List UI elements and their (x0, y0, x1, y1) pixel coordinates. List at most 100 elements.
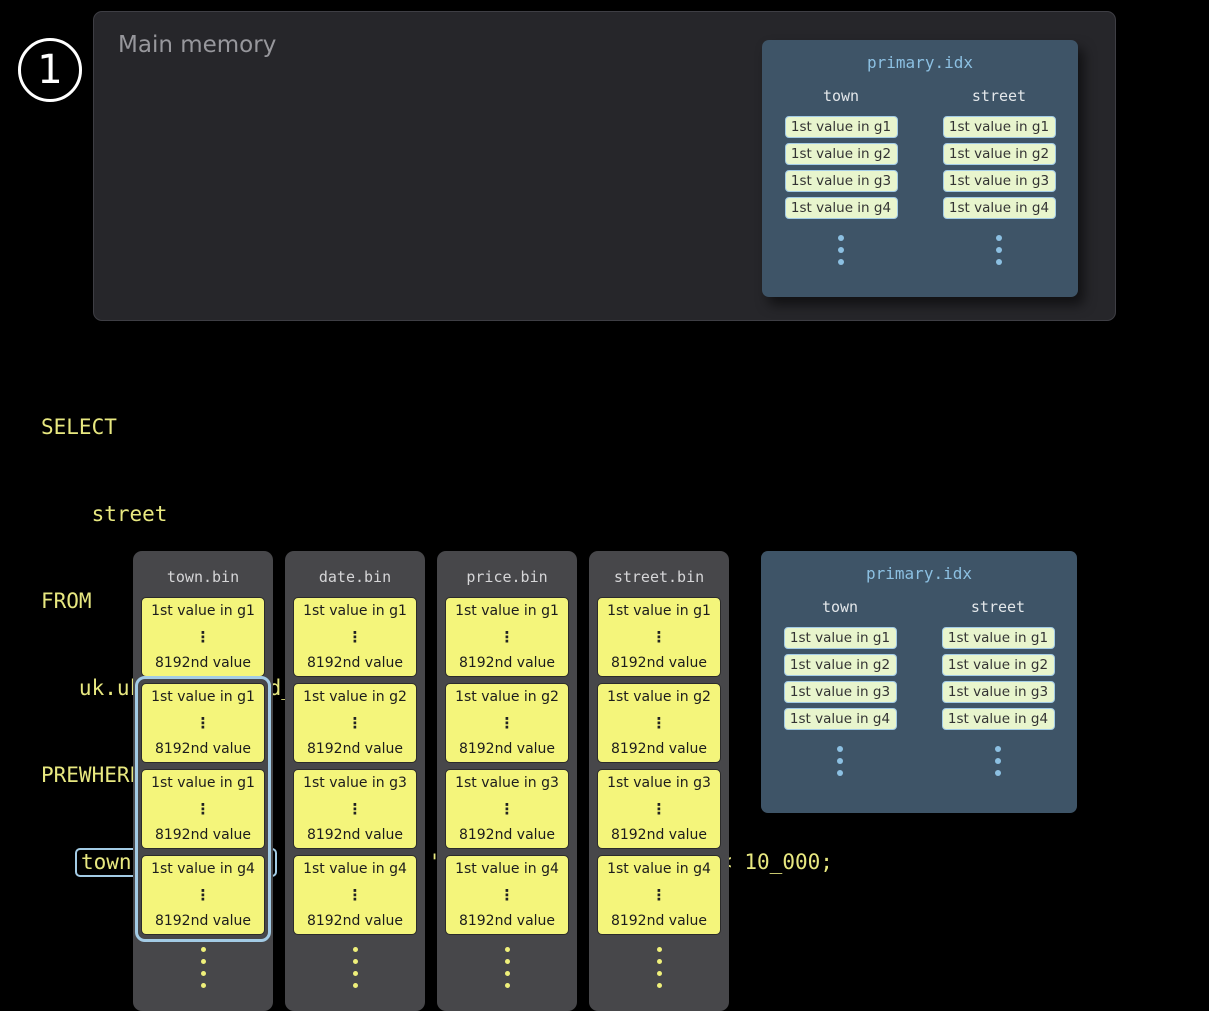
granule-last-value: 8192nd value (154, 913, 252, 929)
granule-first-value: 1st value in g1 (303, 603, 407, 619)
granule-last-value: 8192nd value (458, 913, 556, 929)
primary-idx-panel-bottom: primary.idx town 1st value in g1 1st val… (761, 551, 1077, 813)
idx-town-header: town (821, 598, 859, 616)
granule-block: 1st value in g3 ⋮ 8192nd value (293, 769, 417, 849)
idx-cell: 1st value in g1 (941, 627, 1055, 649)
granule-block: 1st value in g1 ⋮ 8192nd value (141, 769, 265, 849)
primary-idx-title: primary.idx (866, 564, 972, 583)
ellipsis-dots (838, 235, 844, 265)
granule-first-value: 1st value in g4 (151, 861, 255, 877)
granule-ellipsis: ⋮ (347, 885, 363, 904)
idx-street-header: street (971, 87, 1027, 105)
granule-block: 1st value in g4 ⋮ 8192nd value (141, 855, 265, 935)
ellipsis-dots (837, 746, 843, 776)
idx-town-column: town 1st value in g1 1st value in g2 1st… (761, 598, 919, 776)
idx-cell: 1st value in g1 (942, 116, 1056, 138)
granule-block: 1st value in g4 ⋮ 8192nd value (597, 855, 721, 935)
granule-first-value: 1st value in g2 (455, 689, 559, 705)
more-granules-ellipsis (285, 947, 425, 988)
sql-keyword-prewhere: PREWHERE (41, 763, 143, 787)
granule-last-value: 8192nd value (610, 827, 708, 843)
granule-block: 1st value in g3 ⋮ 8192nd value (597, 769, 721, 849)
bin-column-date: date.bin 1st value in g1 ⋮ 8192nd value … (285, 551, 425, 1011)
more-granules-ellipsis (133, 947, 273, 988)
granule-block: 1st value in g1 ⋮ 8192nd value (445, 597, 569, 677)
granule-ellipsis: ⋮ (195, 885, 211, 904)
bin-title-town: town.bin (166, 568, 240, 586)
idx-cell: 1st value in g4 (784, 197, 898, 219)
idx-street-column: street 1st value in g1 1st value in g2 1… (920, 87, 1078, 265)
sql-keyword-select: SELECT (41, 415, 117, 439)
idx-cell: 1st value in g4 (942, 197, 1056, 219)
granule-first-value: 1st value in g4 (303, 861, 407, 877)
idx-cell: 1st value in g3 (941, 681, 1055, 703)
primary-idx-panel-top: primary.idx town 1st value in g1 1st val… (762, 40, 1078, 297)
granule-last-value: 8192nd value (610, 655, 708, 671)
granule-first-value: 1st value in g1 (151, 603, 255, 619)
idx-columns: town 1st value in g1 1st value in g2 1st… (761, 598, 1077, 776)
granule-block: 1st value in g1 ⋮ 8192nd value (597, 597, 721, 677)
granule-last-value: 8192nd value (306, 741, 404, 757)
ellipsis-dots (996, 235, 1002, 265)
primary-idx-title: primary.idx (867, 53, 973, 72)
granule-block: 1st value in g2 ⋮ 8192nd value (597, 683, 721, 763)
granule-ellipsis: ⋮ (499, 627, 515, 646)
idx-columns: town 1st value in g1 1st value in g2 1st… (762, 87, 1078, 265)
step-1-badge: 1 (18, 38, 82, 102)
granule-ellipsis: ⋮ (195, 713, 211, 732)
granule-first-value: 1st value in g3 (455, 775, 559, 791)
granule-block: 1st value in g1 ⋮ 8192nd value (293, 597, 417, 677)
idx-cell: 1st value in g2 (941, 654, 1055, 676)
granule-last-value: 8192nd value (154, 655, 252, 671)
granule-ellipsis: ⋮ (651, 627, 667, 646)
ellipsis-dots (995, 746, 1001, 776)
idx-cell: 1st value in g2 (784, 143, 898, 165)
granule-first-value: 1st value in g1 (151, 775, 255, 791)
bin-column-price: price.bin 1st value in g1 ⋮ 8192nd value… (437, 551, 577, 1011)
granule-ellipsis: ⋮ (347, 713, 363, 732)
idx-cell: 1st value in g3 (784, 170, 898, 192)
idx-street-column: street 1st value in g1 1st value in g2 1… (919, 598, 1077, 776)
idx-town-column: town 1st value in g1 1st value in g2 1st… (762, 87, 920, 265)
bin-title-price: price.bin (466, 568, 548, 586)
granule-last-value: 8192nd value (306, 655, 404, 671)
granule-last-value: 8192nd value (154, 827, 252, 843)
bin-title-date: date.bin (318, 568, 392, 586)
granule-block: 1st value in g4 ⋮ 8192nd value (293, 855, 417, 935)
more-granules-ellipsis (437, 947, 577, 988)
granule-first-value: 1st value in g2 (607, 689, 711, 705)
bin-title-street: street.bin (613, 568, 705, 586)
idx-street-header: street (970, 598, 1026, 616)
granule-ellipsis: ⋮ (347, 627, 363, 646)
granule-first-value: 1st value in g3 (303, 775, 407, 791)
granule-first-value: 1st value in g1 (455, 603, 559, 619)
sql-select-column: street (41, 502, 168, 526)
granule-first-value: 1st value in g4 (455, 861, 559, 877)
granule-first-value: 1st value in g1 (607, 603, 711, 619)
idx-cell: 1st value in g4 (783, 708, 897, 730)
granule-block: 1st value in g1 ⋮ 8192nd value (141, 683, 265, 763)
idx-cell: 1st value in g1 (783, 627, 897, 649)
step-number: 1 (37, 47, 63, 93)
granule-ellipsis: ⋮ (651, 799, 667, 818)
granule-block: 1st value in g2 ⋮ 8192nd value (445, 683, 569, 763)
granule-ellipsis: ⋮ (499, 885, 515, 904)
granule-last-value: 8192nd value (458, 655, 556, 671)
idx-town-header: town (822, 87, 860, 105)
granule-ellipsis: ⋮ (499, 713, 515, 732)
granule-ellipsis: ⋮ (195, 799, 211, 818)
granule-last-value: 8192nd value (610, 741, 708, 757)
granule-first-value: 1st value in g2 (303, 689, 407, 705)
bin-column-town: town.bin 1st value in g1 ⋮ 8192nd value … (133, 551, 273, 1011)
main-memory-box: Main memory primary.idx town 1st value i… (93, 11, 1116, 321)
idx-cell: 1st value in g3 (942, 170, 1056, 192)
sql-indent (41, 850, 79, 874)
bin-column-street: street.bin 1st value in g1 ⋮ 8192nd valu… (589, 551, 729, 1011)
idx-cell: 1st value in g1 (784, 116, 898, 138)
granule-first-value: 1st value in g1 (151, 689, 255, 705)
granule-first-value: 1st value in g3 (607, 775, 711, 791)
granule-block: 1st value in g2 ⋮ 8192nd value (293, 683, 417, 763)
idx-cell: 1st value in g2 (942, 143, 1056, 165)
granule-last-value: 8192nd value (306, 913, 404, 929)
idx-cell: 1st value in g2 (783, 654, 897, 676)
